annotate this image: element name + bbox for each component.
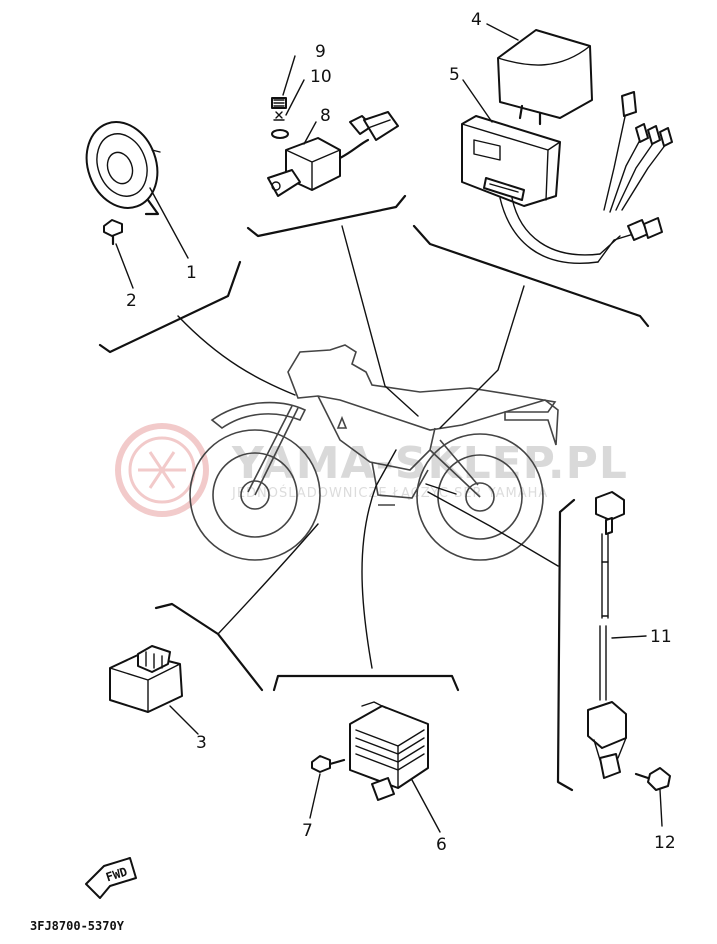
leader-2 xyxy=(115,243,134,289)
leader-8 xyxy=(303,121,317,145)
cap-4 xyxy=(497,29,593,126)
bolt-9 xyxy=(271,97,287,109)
callout-1: 1 xyxy=(186,263,197,283)
callout-3: 3 xyxy=(196,733,207,753)
fwd-label: FWD xyxy=(104,864,129,884)
callout-8: 8 xyxy=(320,106,331,126)
callout-6: 6 xyxy=(436,835,447,855)
callout-11: 11 xyxy=(650,627,672,647)
leader-6 xyxy=(411,779,441,833)
leader-cdi-bike xyxy=(439,285,525,429)
ignition-coil-8 xyxy=(267,111,399,197)
rectifier-regulator-6 xyxy=(349,701,429,801)
callout-2: 2 xyxy=(126,291,137,311)
bracket-horn xyxy=(98,260,242,354)
callout-10: 10 xyxy=(310,67,332,87)
leader-coil-bike xyxy=(341,225,419,417)
cdi-unit-5 xyxy=(461,115,561,207)
bracket-relay xyxy=(154,602,264,692)
watermark-tagline: JEDNOŚLADOWNICZE ŁĄCZYC SER YAMAHA xyxy=(231,485,548,501)
sidestand-switch-11 xyxy=(587,491,627,779)
leader-9 xyxy=(282,55,296,96)
leader-horn-bike xyxy=(177,315,296,396)
screw-12 xyxy=(634,767,671,791)
leader-3 xyxy=(169,705,199,735)
motorcycle-outline xyxy=(189,344,559,561)
leader-7 xyxy=(309,773,321,819)
leader-rectifier-bike xyxy=(361,449,397,669)
relay-3 xyxy=(109,645,183,713)
callout-5: 5 xyxy=(449,65,460,85)
horn-bolt xyxy=(103,219,123,246)
leader-5 xyxy=(462,79,493,123)
callout-4: 4 xyxy=(471,10,482,30)
callout-12: 12 xyxy=(654,833,676,853)
leader-sidestand-bike-2 xyxy=(425,483,457,495)
bolt-7 xyxy=(311,755,346,773)
callout-9: 9 xyxy=(315,42,326,62)
bracket-cdi xyxy=(412,224,650,328)
watermark-brand: YAMA-SKLEP.PL xyxy=(231,438,628,489)
cdi-wire-harness xyxy=(499,91,673,264)
leader-sidestand-bike xyxy=(427,491,559,567)
leader-1 xyxy=(149,187,189,259)
bracket-sidestand xyxy=(556,498,576,792)
horn-part xyxy=(85,121,161,216)
callout-7: 7 xyxy=(302,821,313,841)
leader-12 xyxy=(659,789,663,827)
washer-10 xyxy=(271,111,289,139)
bracket-coil xyxy=(246,194,407,238)
watermark-logo xyxy=(115,423,209,517)
leader-10 xyxy=(285,79,305,116)
leader-relay-bike xyxy=(217,523,319,635)
leader-4 xyxy=(486,23,519,41)
diagram-code: 3FJ8700-5370Y xyxy=(30,919,125,933)
bracket-rectifier xyxy=(272,674,460,692)
fwd-arrow: FWD xyxy=(85,857,137,899)
leader-11 xyxy=(611,635,647,639)
